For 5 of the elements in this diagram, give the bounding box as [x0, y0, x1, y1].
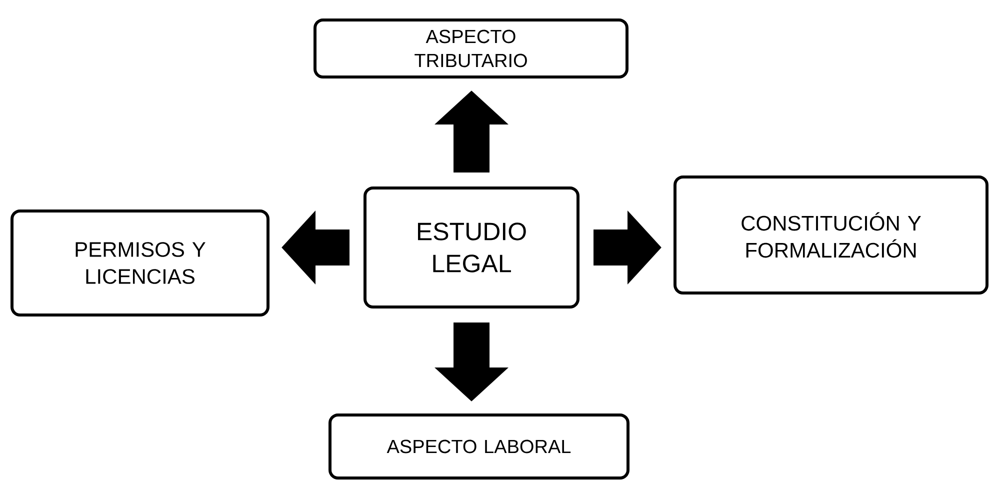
text-box: PERMISOS Y LICENCIAS: [10, 210, 270, 316]
text-box: CONSTITUCIÓN Y FORMALIZACIÓN: [674, 176, 988, 294]
text-box: ASPECTO LABORAL: [328, 414, 630, 480]
text-box: ASPECTO TRIBUTARIO: [314, 18, 628, 78]
text-box: ESTUDIO LEGAL: [364, 186, 580, 308]
